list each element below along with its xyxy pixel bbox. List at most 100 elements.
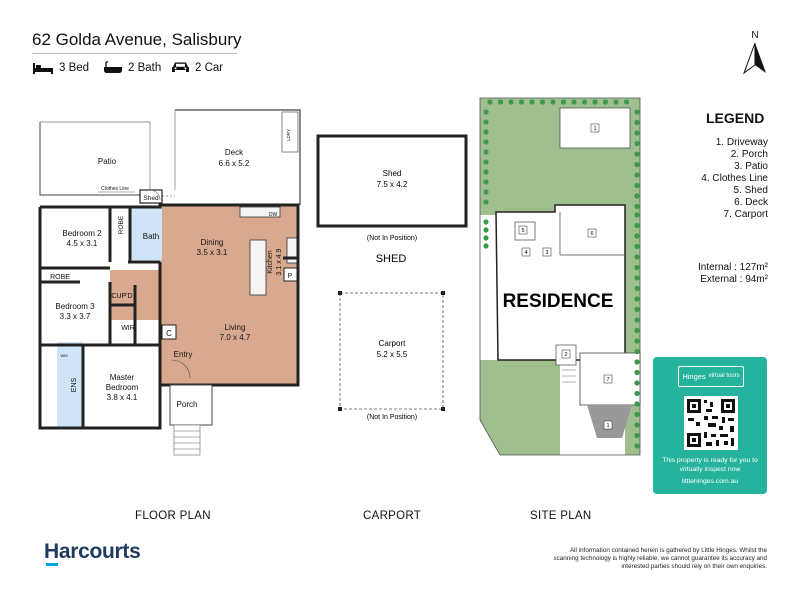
shed-note: (Not In Position): [367, 235, 417, 242]
carport-label: Carport: [379, 339, 406, 348]
hedge-dot: [634, 338, 640, 344]
feature-car: 2 Car: [171, 61, 223, 74]
label-dining: Dining: [201, 238, 224, 247]
site-marker-driveway-2: 1: [606, 423, 609, 429]
label-dining-size: 3.5 x 3.1: [197, 248, 228, 257]
external-area: External : 94m²: [700, 274, 768, 285]
label-robe2: ROBE: [50, 274, 70, 281]
hedge-dot: [634, 140, 640, 147]
label-wm: WM: [60, 353, 67, 358]
hedge-dot: [483, 159, 489, 165]
carport-plan: Carport 5.2 x 5.5 (Not In Position): [338, 291, 445, 421]
hedge-dot: [634, 172, 640, 178]
legend-heading: LEGEND: [706, 110, 765, 126]
hedge-dot: [634, 401, 640, 407]
floor-plan: Patio Deck 6.6 x 5.2 Clothes Line Shed L…: [38, 109, 301, 456]
hedge-dot: [634, 212, 640, 218]
shed-label: Shed: [383, 169, 402, 178]
hedge-dot: [483, 219, 489, 225]
hedge-dot: [483, 129, 489, 135]
hedge-dot: [634, 390, 640, 397]
carport-caption: CARPORT: [363, 510, 422, 522]
bed-icon: [33, 63, 53, 74]
label-c: C: [166, 329, 172, 338]
legend-item: 1. Driveway: [715, 137, 768, 148]
hedge-dot: [634, 275, 640, 281]
label-dw: DW: [269, 212, 278, 218]
label-deck: Deck: [225, 148, 244, 157]
site-plan-caption: SITE PLAN: [530, 510, 592, 522]
hedge-dot: [518, 99, 525, 105]
hedge-dot: [634, 203, 640, 210]
label-bedroom2-size: 4.5 x 3.1: [67, 239, 98, 248]
virtual-tour-brand: Hinges: [682, 372, 706, 381]
hedge-dot: [634, 243, 640, 250]
floor-plan-caption: FLOOR PLAN: [135, 510, 211, 522]
label-entry: Entry: [174, 350, 193, 359]
hedge-dot: [634, 359, 640, 365]
hedge-dot: [529, 99, 535, 105]
hedge-dot: [634, 264, 640, 271]
hedge-dot: [592, 99, 598, 105]
shed-size: 7.5 x 4.2: [377, 180, 408, 189]
label-ldry: LDRY: [286, 129, 291, 141]
bath-area: [130, 208, 162, 260]
label-bedroom2: Bedroom 2: [62, 229, 102, 238]
hedge-dot: [634, 369, 640, 376]
hedge-dot: [623, 99, 630, 105]
virtual-tour-logo: Hinges virtual tours: [678, 366, 744, 387]
label-living: Living: [225, 323, 246, 332]
hedge-dot: [634, 422, 640, 428]
car-count: 2 Car: [195, 61, 224, 74]
hedge-dot: [634, 432, 640, 439]
hedge-dot: [487, 99, 493, 105]
bath-count: 2 Bath: [128, 61, 162, 74]
harcourts-logo: Harcourts: [44, 540, 141, 563]
label-bath: Bath: [143, 232, 159, 241]
hedge-dot: [634, 306, 640, 313]
hedge-dot: [634, 193, 640, 199]
label-ens: ENS: [71, 377, 78, 392]
hedge-dot: [634, 443, 640, 449]
site-marker-porch: 2: [564, 352, 567, 358]
north-arrow-icon: [742, 42, 766, 75]
hedge-dot: [483, 235, 489, 241]
hedge-dot: [634, 296, 640, 302]
label-pantry: P: [288, 273, 293, 280]
label-clothes-line: Clothes Line: [101, 186, 129, 192]
hedge-dot: [613, 99, 619, 105]
hedge-dot: [634, 285, 640, 292]
label-master: Master: [110, 373, 135, 382]
site-marker-clothesline: 4: [524, 250, 527, 256]
site-residence-label: RESIDENCE: [503, 291, 614, 312]
hedge-dot: [602, 99, 609, 105]
site-marker-shed: 5: [521, 228, 524, 234]
hedge-dot: [483, 199, 489, 205]
hedge-dot: [634, 317, 640, 323]
hedge-dot: [483, 149, 489, 155]
hedge-dot: [634, 109, 640, 115]
label-kitchen: Kitchen: [267, 250, 274, 273]
hedge-dot: [634, 222, 640, 229]
carport-size: 5.2 x 5.5: [377, 350, 408, 359]
car-icon: [172, 62, 189, 72]
virtual-tour-url[interactable]: littlehinges.com.au: [681, 478, 739, 485]
shed-plan: Shed 7.5 x 4.2 (Not In Position) SHED: [316, 134, 468, 265]
hedge-dot: [560, 99, 567, 105]
label-living-size: 7.0 x 4.7: [220, 333, 251, 342]
hedge-dot: [483, 119, 489, 125]
hedge-dot: [539, 99, 546, 105]
hedge-dot: [581, 99, 588, 105]
hedge-dot: [634, 151, 640, 157]
legend-item: 3. Patio: [734, 161, 768, 172]
virtual-tour-brand2: virtual tours: [708, 373, 740, 379]
qr-code-icon[interactable]: [684, 396, 738, 450]
hedge-dot: [483, 169, 489, 175]
hedge-dot: [634, 348, 640, 355]
legend-item: 7. Carport: [723, 209, 768, 220]
hedge-dot: [508, 99, 514, 105]
hedge-dot: [634, 380, 640, 386]
legend-item: 6. Deck: [734, 197, 768, 208]
legend-item: 4. Clothes Line: [701, 173, 768, 184]
logo-accent-bar: [46, 563, 58, 566]
